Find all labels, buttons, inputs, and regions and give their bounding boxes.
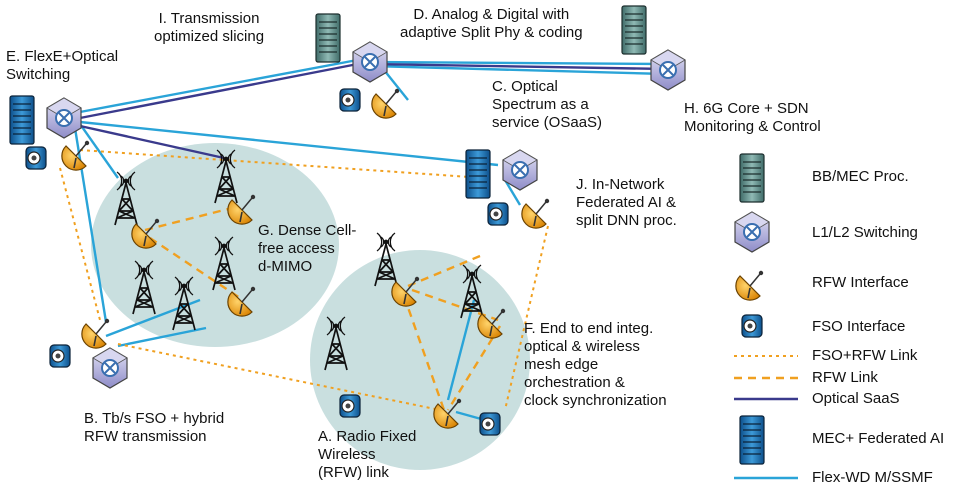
rfw-dish-b	[81, 317, 110, 349]
switch-i	[352, 41, 388, 83]
fso-interface-j	[487, 202, 509, 226]
label-g: G. Dense Cell- free access d-MIMO	[258, 222, 357, 275]
optical-saas-links	[79, 60, 667, 160]
mec-server-j	[465, 149, 491, 199]
rfw-dish-e	[61, 140, 90, 171]
cell-area-g	[91, 143, 339, 347]
legend-rfw-link-label: RFW Link	[812, 369, 878, 386]
legend-fso-rfw-label: FSO+RFW Link	[812, 347, 918, 364]
legend-rfw-label: RFW Interface	[812, 274, 909, 291]
switch-h	[650, 49, 686, 91]
label-e: E. FlexE+Optical Switching	[6, 48, 119, 83]
label-b: B. Tb/s FSO + hybrid RFW transmission	[84, 410, 225, 445]
legend-switch-label: L1/L2 Switching	[812, 224, 918, 241]
label-f: F. End to end integ. optical & wireless …	[524, 320, 667, 409]
switch-b	[92, 347, 128, 389]
legend-mec-ai-icon	[739, 415, 765, 465]
label-c: C. Optical Spectrum as a service (OSaaS)	[492, 78, 603, 131]
legend-rfw-icon	[735, 269, 765, 301]
legend-flex-wdm-label: Flex-WD M/SSMF	[812, 469, 933, 486]
label-i: I. Transmission optimized slicing	[154, 10, 265, 45]
rfw-dish-j	[521, 198, 551, 229]
legend	[734, 153, 798, 480]
legend-bb-mec-label: BB/MEC Proc.	[812, 168, 909, 185]
fso-interface-f2	[479, 412, 501, 436]
fso-rfw-links	[59, 149, 549, 411]
label-d: D. Analog & Digital with adaptive Split …	[400, 6, 583, 41]
fso-interface-b	[49, 344, 71, 368]
rfw-dish-c	[371, 88, 401, 119]
label-a: A. Radio Fixed Wireless (RFW) link	[318, 428, 417, 481]
legend-mec-ai-label: MEC+ Federated AI	[812, 430, 945, 447]
label-j: J. In-Network Federated AI & split DNN p…	[576, 176, 677, 229]
legend-fso-icon	[741, 314, 763, 338]
fso-interface-f1	[339, 394, 361, 418]
mec-server-e	[9, 95, 35, 145]
bb-mec-server-h	[621, 5, 647, 55]
bb-mec-server-top	[315, 13, 341, 63]
fso-interface-e	[25, 146, 47, 170]
legend-switch-icon	[734, 211, 770, 253]
legend-bb-mec-icon	[739, 153, 765, 203]
label-h: H. 6G Core + SDN Monitoring & Control	[684, 100, 821, 135]
legend-saas-label: Optical SaaS	[812, 390, 900, 407]
fso-interface-c	[339, 88, 361, 112]
legend-fso-label: FSO Interface	[812, 318, 906, 335]
flex-wdm-links	[73, 56, 667, 424]
